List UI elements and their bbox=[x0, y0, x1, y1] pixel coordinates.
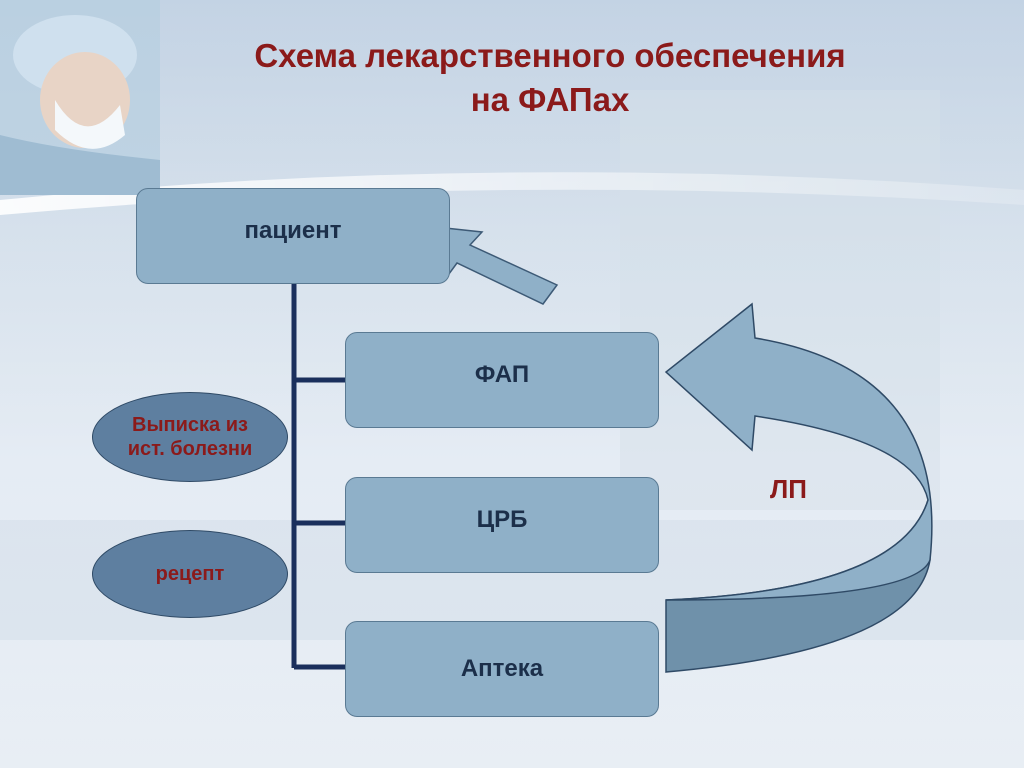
document-extract-line-2: ист. болезни bbox=[127, 438, 253, 460]
node-fap: ФАП bbox=[345, 332, 659, 428]
doctor-image bbox=[0, 0, 160, 195]
node-crb-label: ЦРБ bbox=[476, 506, 528, 533]
curved-arrow-lp bbox=[664, 302, 933, 601]
node-apteka: Аптека bbox=[345, 621, 659, 717]
node-apteka-label: Аптека bbox=[460, 655, 544, 682]
flow-label-lp: ЛП bbox=[770, 474, 807, 504]
page-title: Схема лекарственного обеспечения на ФАПа… bbox=[150, 34, 950, 122]
node-fap-label: ФАП bbox=[474, 361, 530, 388]
document-extract-line-1: Выписка из bbox=[132, 414, 248, 436]
node-crb: ЦРБ bbox=[345, 477, 659, 573]
document-recipe-label: рецепт bbox=[155, 563, 225, 585]
node-patient-label: пациент bbox=[244, 217, 342, 244]
document-recipe: рецепт bbox=[92, 530, 288, 618]
document-extract: Выписка из ист. болезни bbox=[92, 392, 288, 482]
title-line-1: Схема лекарственного обеспечения bbox=[254, 37, 846, 74]
node-patient: пациент bbox=[136, 188, 450, 284]
title-line-2: на ФАПах bbox=[470, 81, 630, 118]
